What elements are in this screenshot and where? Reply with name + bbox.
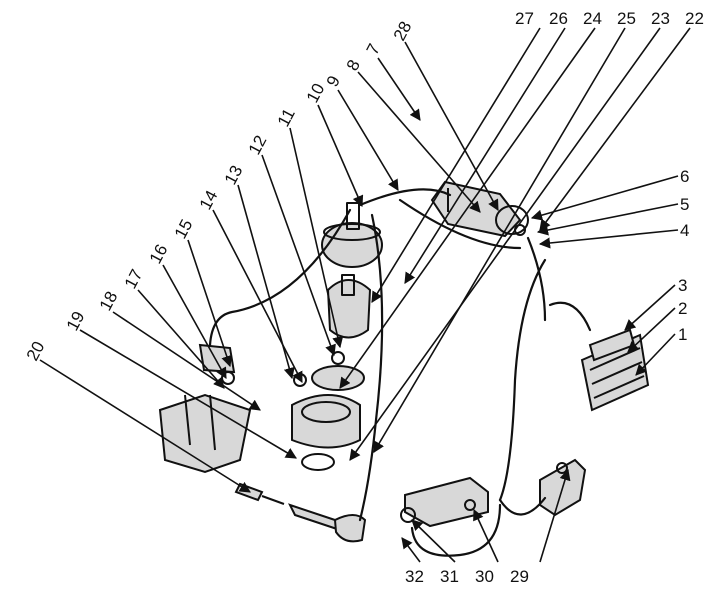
callouts-bottom: 32 31 30 29 xyxy=(405,567,529,586)
callout-1: 1 xyxy=(678,325,687,344)
callout-6: 6 xyxy=(680,167,689,186)
callout-24: 24 xyxy=(583,9,602,28)
callout-27: 27 xyxy=(515,9,534,28)
callout-29: 29 xyxy=(510,567,529,586)
callout-14: 14 xyxy=(196,187,222,213)
callout-26: 26 xyxy=(549,9,568,28)
distributor-body xyxy=(291,351,365,449)
callout-11: 11 xyxy=(274,105,299,130)
callout-31: 31 xyxy=(440,567,459,586)
callout-17: 17 xyxy=(121,266,147,292)
callouts-top: 27 26 24 25 23 22 xyxy=(515,9,704,28)
distributor-bracket xyxy=(158,343,252,474)
distributor-rotor xyxy=(326,274,372,339)
callout-18: 18 xyxy=(96,288,122,314)
callout-25: 25 xyxy=(617,9,636,28)
spark-plug-boot xyxy=(288,503,367,543)
callout-15: 15 xyxy=(171,216,197,242)
callout-32: 32 xyxy=(405,567,424,586)
callout-8: 8 xyxy=(343,57,364,74)
callout-7: 7 xyxy=(363,41,384,58)
callout-23: 23 xyxy=(651,9,670,28)
callout-30: 30 xyxy=(475,567,494,586)
wiring-connector xyxy=(400,476,489,528)
callout-5: 5 xyxy=(680,195,689,214)
callout-3: 3 xyxy=(678,276,687,295)
callout-28: 28 xyxy=(390,18,416,44)
callout-13: 13 xyxy=(221,162,247,188)
callout-22: 22 xyxy=(685,9,704,28)
leader-lines xyxy=(39,27,691,563)
high-tension-leads xyxy=(208,188,592,557)
callout-12: 12 xyxy=(245,132,271,158)
callout-20: 20 xyxy=(23,338,49,364)
callout-2: 2 xyxy=(678,299,687,318)
callout-19: 19 xyxy=(63,308,89,334)
callout-4: 4 xyxy=(680,221,689,240)
callout-9: 9 xyxy=(323,73,344,90)
o-ring-seal xyxy=(301,453,335,471)
callout-16: 16 xyxy=(146,241,172,267)
callout-10: 10 xyxy=(303,80,329,106)
callouts-right: 6 5 4 3 2 1 xyxy=(678,167,689,344)
distributor-cap xyxy=(321,202,383,268)
